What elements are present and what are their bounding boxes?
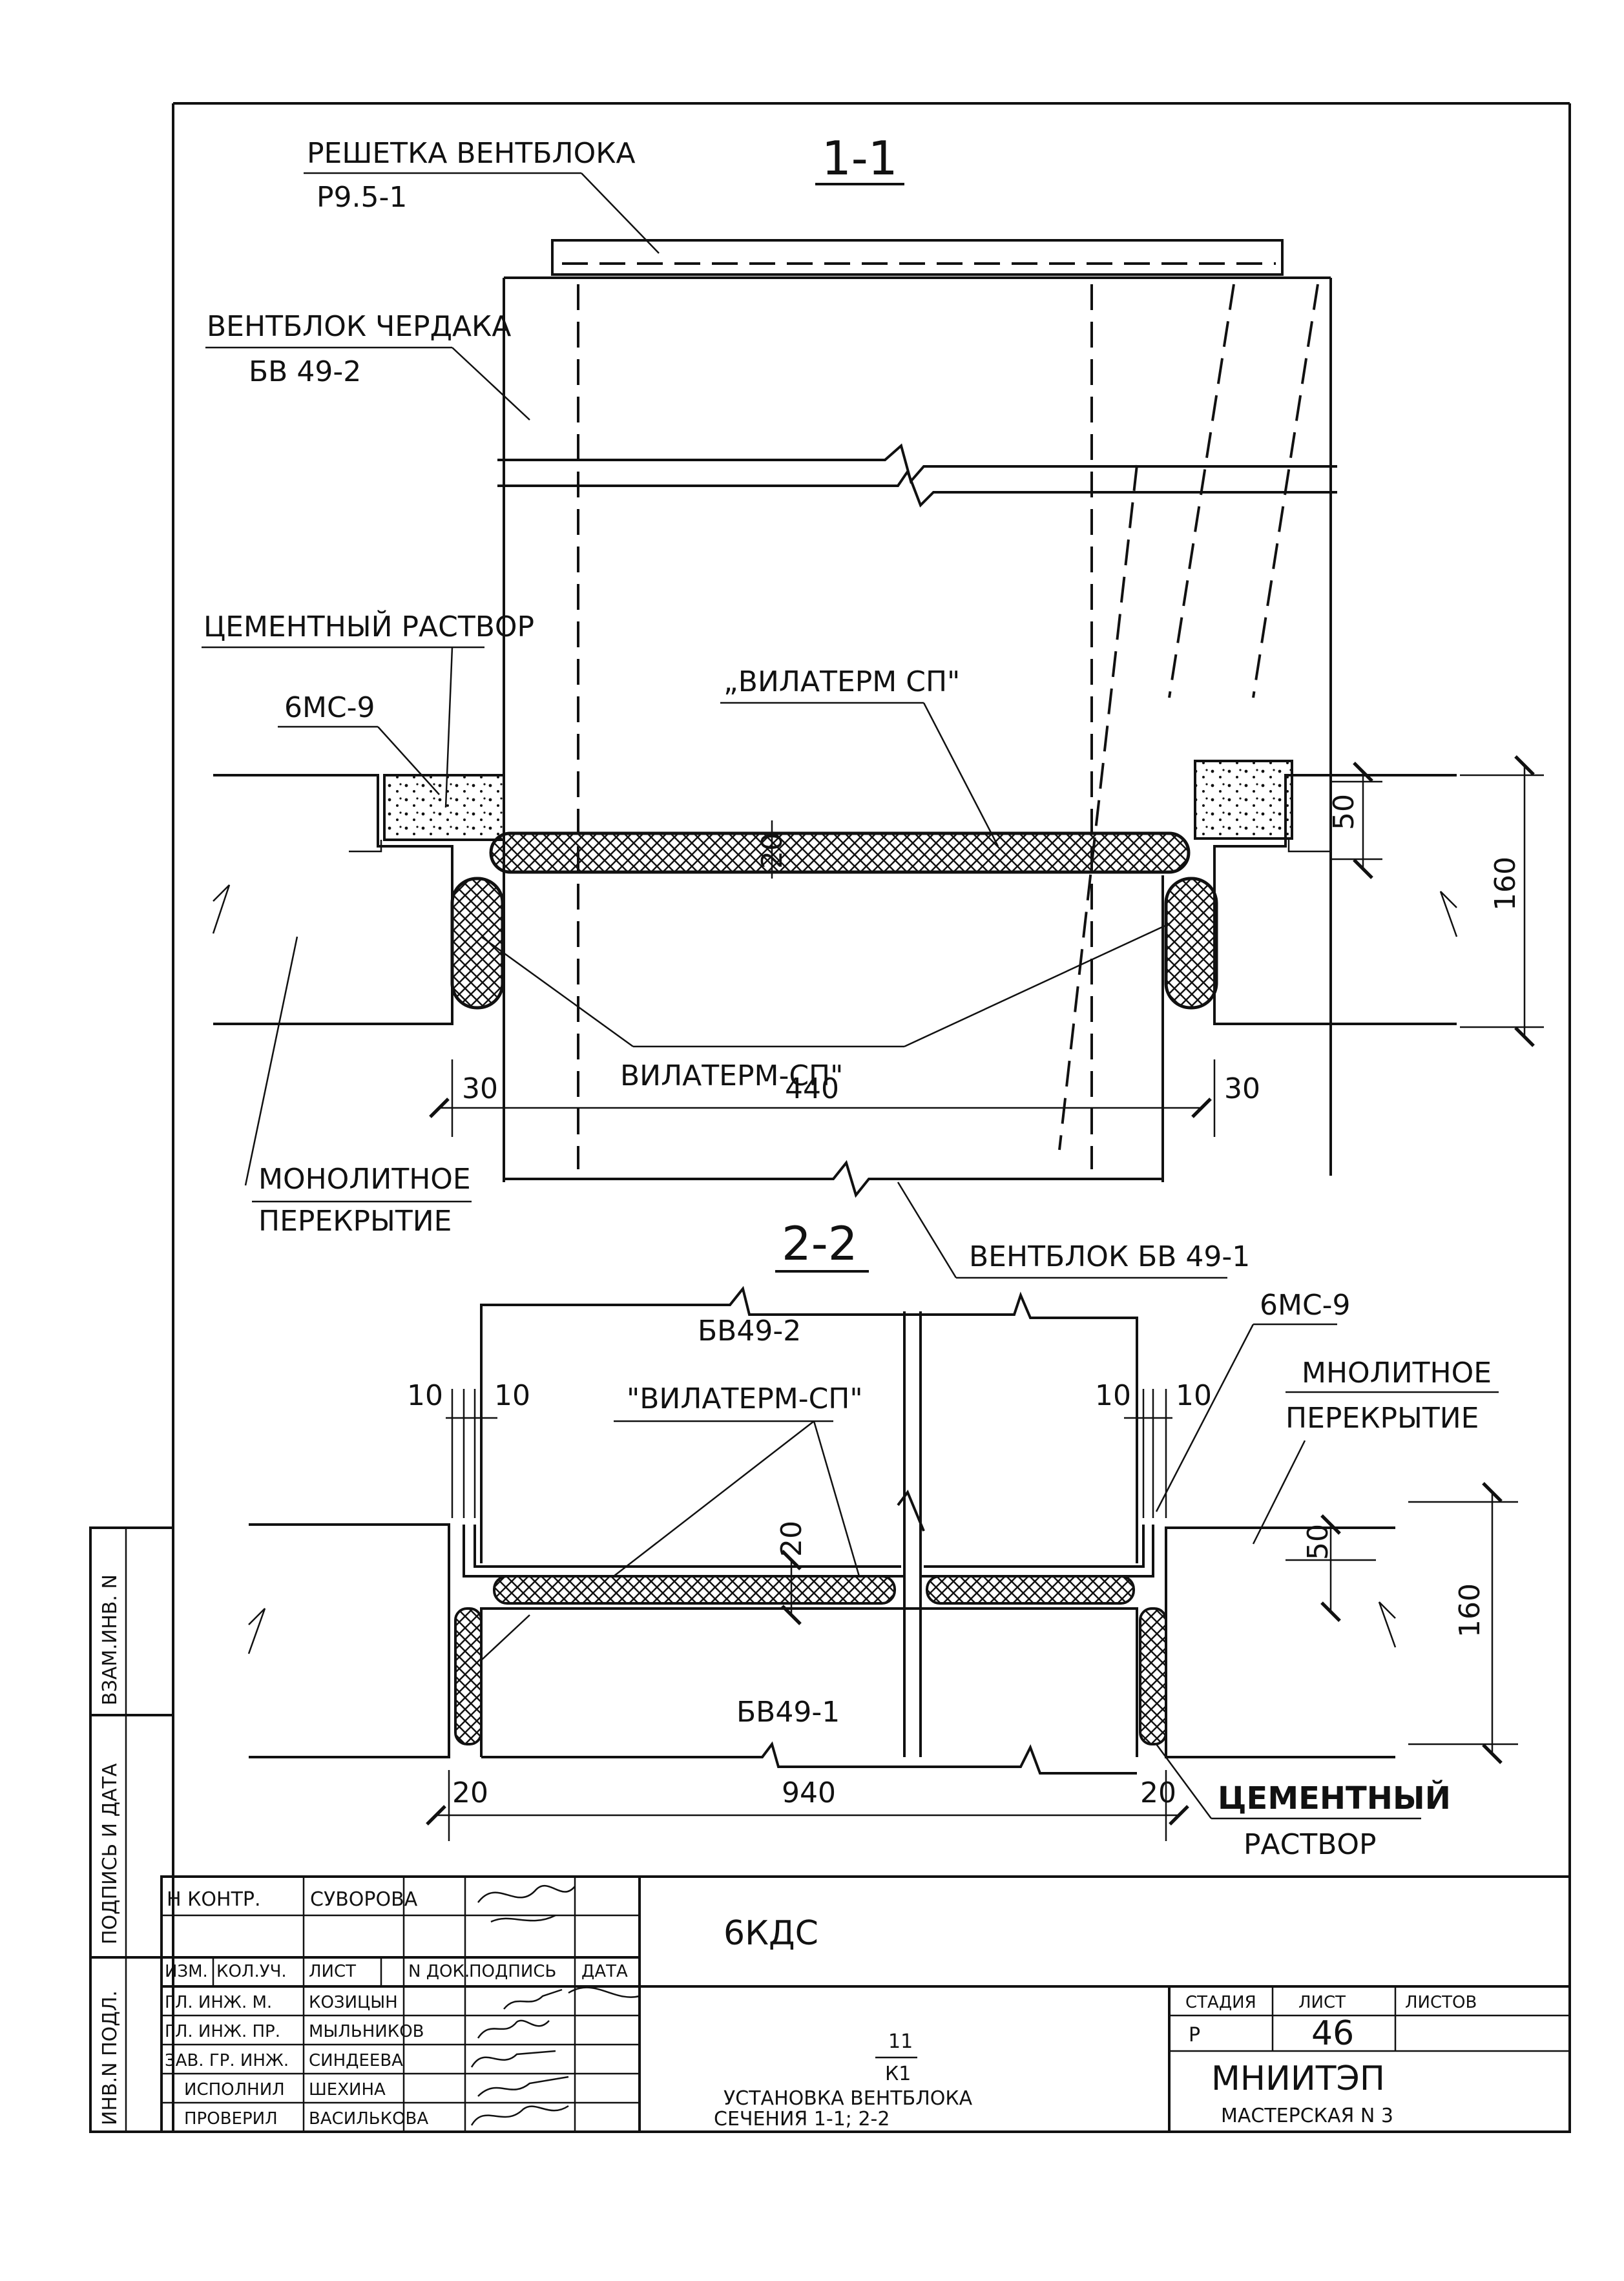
section-1-1: 1-1 РЕШЕТКА ВЕНТБЛОКА Р9.5-1 ВЕНТБЛОК ЧЕ…	[202, 131, 1544, 1279]
col-data: ДАТА	[581, 1962, 628, 1981]
stamp-vzam: ВЗАМ.ИНВ. N	[99, 1574, 121, 1705]
lower-block-label-2: БВ49-1	[736, 1696, 840, 1729]
staff-role-1: ГЛ. ИНЖ. ПР.	[165, 2022, 280, 2041]
workshop: МАСТЕРСКАЯ N 3	[1221, 2105, 1393, 2127]
staff-name-1: МЫЛЬНИКОВ	[309, 2022, 424, 2041]
staff-role-2: ЗАВ. ГР. ИНЖ.	[165, 2051, 289, 2070]
dim-50-section-1: 50	[1327, 794, 1360, 830]
col-podpis: ПОДПИСЬ	[469, 1962, 556, 1981]
vilaterm-label-2: "ВИЛАТЕРМ-СП"	[627, 1382, 863, 1415]
stamp-podpis: ПОДПИСЬ И ДАТА	[99, 1763, 121, 1944]
dim-440: 440	[785, 1072, 839, 1105]
sheet-value: 46	[1311, 2014, 1354, 2053]
mortar-label: ЦЕМЕНТНЫЙ РАСТВОР	[203, 609, 534, 643]
project-code: 6КДС	[724, 1914, 818, 1953]
slab-label-1: МОНОЛИТНОЕ	[258, 1163, 471, 1196]
col-izm: ИЗМ.	[165, 1962, 208, 1981]
section-2-title: 2-2	[782, 1216, 858, 1271]
sealant-label-2: 6МС-9	[1260, 1289, 1351, 1322]
sealant-label-1: 6МС-9	[284, 691, 375, 724]
col-koluch: КОЛ.УЧ.	[216, 1962, 287, 1981]
norm-control-signature	[477, 1885, 576, 1903]
slab-label-2-1: МНОЛИТНОЕ	[1302, 1357, 1492, 1390]
section-2-2: 2-2 БВ49-2 БВ49-1 "ВИЛАТЕРМ-СП"	[247, 1216, 1518, 1861]
dim-160-section-2: 160	[1453, 1583, 1486, 1638]
grille-code: Р9.5-1	[317, 181, 407, 214]
mortar-label-2-2: РАСТВОР	[1244, 1828, 1377, 1861]
dim-20-right-2: 20	[1140, 1776, 1176, 1809]
sheet-frame	[172, 102, 1571, 2133]
upper-block-label: БВ49-2	[698, 1315, 801, 1348]
norm-control-role: Н КОНТР.	[167, 1888, 261, 1911]
section-1-title: 1-1	[822, 131, 898, 185]
title-block: Н КОНТР. СУВОРОВА ИЗМ. КОЛ.УЧ. ЛИСТ N ДО…	[160, 1875, 1571, 2133]
dim-20-vert-2: 20	[775, 1521, 808, 1557]
dim-30-left-section-1: 30	[462, 1072, 498, 1105]
signatures	[470, 1986, 640, 2126]
sheets-label: ЛИСТОВ	[1405, 1993, 1477, 2012]
drawing-title-1: УСТАНОВКА ВЕНТБЛОКА	[724, 2087, 973, 2110]
dim-50-section-2: 50	[1302, 1524, 1335, 1560]
staff-role-4: ПРОВЕРИЛ	[184, 2109, 278, 2129]
attic-block-label: ВЕНТБЛОК ЧЕРДАКА	[207, 310, 511, 343]
dim-10-b: 10	[494, 1379, 530, 1412]
staff-role-0: ГЛ. ИНЖ. М.	[165, 1993, 272, 2012]
norm-control-name: СУВОРОВА	[310, 1888, 418, 1911]
slab-label-2-2: ПЕРЕКРЫТИЕ	[1286, 1402, 1479, 1435]
dim-10-d: 10	[1176, 1379, 1212, 1412]
drawing-num: 11	[888, 2030, 913, 2053]
stage-label: СТАДИЯ	[1185, 1993, 1256, 2012]
grille-label: РЕШЕТКА ВЕНТБЛОКА	[307, 137, 636, 170]
slab-label-2: ПЕРЕКРЫТИЕ	[258, 1205, 452, 1238]
col-list: ЛИСТ	[309, 1962, 356, 1981]
dim-20-left-2: 20	[452, 1776, 488, 1809]
vilaterm-top-label: „ВИЛАТЕРМ СП"	[724, 665, 960, 698]
attic-block-code: БВ 49-2	[249, 355, 361, 388]
staff-name-0: КОЗИЦЫН	[309, 1993, 398, 2012]
org-name: МНИИТЭП	[1211, 2059, 1385, 2098]
vilaterm-bottom-label: ВИЛАТЕРМ-СП"	[620, 1059, 843, 1092]
side-stamp: ВЗАМ.ИНВ. N ПОДПИСЬ И ДАТА ИНВ.N ПОДЛ.	[89, 1526, 174, 2133]
lower-block-label: ВЕНТБЛОК БВ 49-1	[969, 1240, 1250, 1273]
mortar-label-2-1: ЦЕМЕНТНЫЙ	[1218, 1780, 1451, 1817]
dim-30-right-section-1: 30	[1224, 1072, 1260, 1105]
dim-160-section-1: 160	[1489, 857, 1522, 911]
col-ndok: N ДОК.	[408, 1962, 470, 1981]
dim-10-a: 10	[407, 1379, 443, 1412]
stamp-inv: ИНВ.N ПОДЛ.	[99, 1990, 121, 2125]
sheet-label: ЛИСТ	[1298, 1993, 1346, 2012]
staff-name-3: ШЕХИНА	[309, 2080, 386, 2099]
drawing-title-2: СЕЧЕНИЯ 1-1; 2-2	[714, 2108, 890, 2130]
dim-940: 940	[782, 1776, 836, 1809]
stage-value: Р	[1189, 2024, 1200, 2047]
staff-role-3: ИСПОЛНИЛ	[184, 2080, 285, 2099]
staff-name-2: СИНДЕЕВА	[309, 2051, 403, 2070]
staff-name-4: ВАСИЛЬКОВА	[309, 2109, 428, 2129]
drawing-sub: К1	[885, 2063, 911, 2085]
dim-10-c: 10	[1095, 1379, 1131, 1412]
